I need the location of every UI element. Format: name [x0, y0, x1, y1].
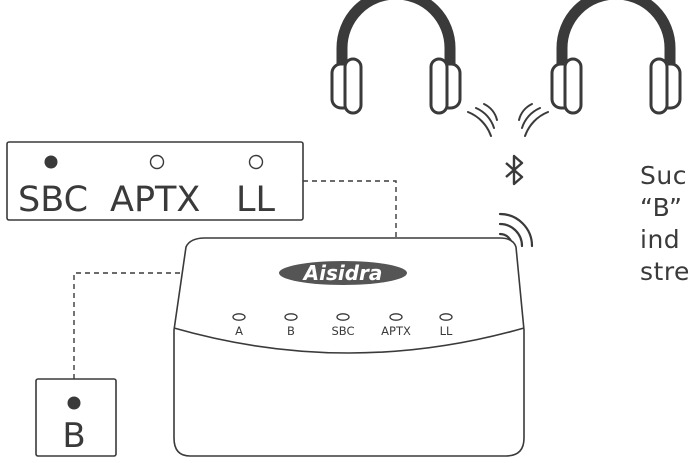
device-led-b: [284, 313, 298, 321]
device-led-label-sbc: SBC: [331, 324, 354, 338]
device-led-row: A B SBC APTX LL: [232, 313, 453, 338]
headphones-icon: [332, 0, 460, 113]
channel-label-b: B: [62, 416, 85, 456]
codec-label-ll: LL: [236, 180, 275, 220]
codec-led-sbc: [44, 155, 58, 169]
headphones-icon: [552, 0, 680, 113]
wireless-signal-icon: [467, 103, 498, 137]
brand-logo: Aisidra: [302, 261, 383, 285]
caption-line: ind: [640, 225, 681, 254]
caption-line: Suc: [640, 161, 687, 190]
channel-status-panel: [35, 378, 117, 457]
leader-lines: [73, 180, 397, 379]
caption-line: “B”: [640, 193, 683, 222]
device-led-label-b: B: [287, 324, 295, 338]
bluetooth-transmitter-device: [173, 237, 525, 457]
codec-led-ll: [248, 154, 264, 170]
device-led-sbc: [336, 313, 350, 321]
instruction-caption: Suc “B” ind stre: [640, 160, 690, 288]
device-led-ll: [439, 313, 453, 321]
wireless-signal-icon: [518, 103, 549, 137]
brand-badge: [279, 261, 407, 285]
channel-led-b: [67, 396, 81, 410]
codec-led-aptx: [149, 154, 165, 170]
bluetooth-icon: [505, 154, 524, 186]
codec-label-sbc: SBC: [18, 180, 88, 220]
codec-label-aptx: APTX: [110, 180, 200, 220]
device-led-label-a: A: [235, 324, 243, 338]
caption-line: stre: [640, 257, 690, 286]
device-led-label-aptx: APTX: [381, 324, 411, 338]
device-led-a: [232, 313, 246, 321]
device-led-aptx: [389, 313, 403, 321]
device-led-label-ll: LL: [440, 324, 453, 338]
